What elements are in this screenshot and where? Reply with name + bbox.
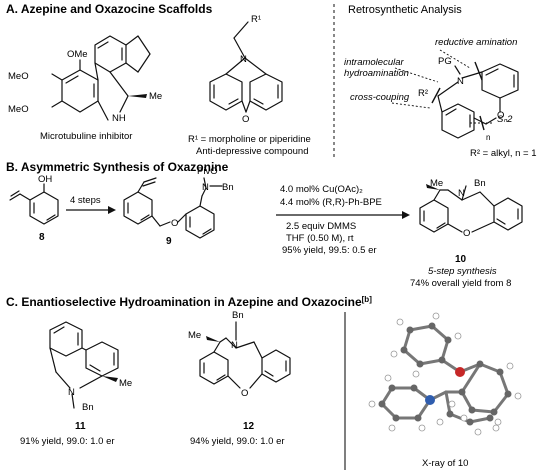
four-steps-arrow	[66, 206, 116, 214]
compound-10-o-label: O	[463, 228, 470, 239]
xray-caption: X-ray of 10	[422, 458, 468, 469]
compound-11-me-label: Me	[119, 378, 132, 389]
overall-yield-note: 74% overall yield from 8	[410, 278, 511, 289]
compound-12-me-label: Me	[188, 330, 201, 341]
retro-n-subscript: n	[486, 133, 490, 142]
compound-12-o-label: O	[241, 388, 248, 399]
compound-10-n-label: N	[458, 188, 465, 199]
section-a-title: A. Azepine and Oxazocine Scaffolds	[6, 2, 213, 16]
compound-10-structure	[419, 184, 523, 233]
mol2-n-label: N	[240, 54, 247, 65]
meo-label-bottom: MeO	[8, 104, 29, 115]
compound-10-bn-label: Bn	[474, 178, 486, 189]
retro-o-label: O	[497, 110, 504, 121]
condition-1: 4.0 mol% Cu(OAc)₂	[280, 184, 363, 195]
r2-label: R²	[418, 88, 428, 99]
compound-12-bn-label: Bn	[232, 310, 244, 321]
compound-11-structure	[49, 321, 119, 409]
sn2-label: Sₙ2	[497, 114, 513, 125]
cross-coupling-label: cross-couping	[350, 92, 410, 103]
compound-9-structure	[123, 177, 223, 239]
condition-2: 4.4 mol% (R,R)-Ph-BPE	[280, 197, 382, 208]
compound-9-n-label: N	[202, 182, 209, 193]
condition-4: THF (0.50 M), rt	[286, 233, 354, 244]
compound-11-label: 11	[75, 421, 86, 432]
compound-8-label: 8	[39, 232, 45, 243]
retro-n-label: N	[457, 76, 464, 87]
compound-9-label: 9	[166, 236, 172, 247]
compound-12-label: 12	[243, 421, 255, 432]
xray-crystal-structure	[368, 312, 522, 436]
retro-structure	[391, 49, 519, 139]
microtubuline-inhibitor-structure	[51, 35, 151, 121]
nh-label: NH	[112, 113, 126, 124]
compound-8-structure	[9, 183, 59, 225]
reductive-amination-label: reductive amination	[435, 37, 517, 48]
hydroamination-arrow	[276, 211, 410, 219]
anti-depressive-caption: Anti-depressive compound	[196, 146, 308, 157]
section-b-title: B. Asymmetric Synthesis of Oxazonine	[6, 160, 229, 174]
ome-label: OMe	[67, 49, 88, 60]
compound-9-o-label: O	[171, 218, 178, 229]
microtubuline-caption: Microtubuline inhibitor	[40, 131, 132, 142]
compound-12-structure	[199, 321, 291, 389]
compound-10-label: 10	[455, 254, 467, 265]
hydroamination-label: hydroamination	[344, 68, 409, 79]
meo-label-top: MeO	[8, 71, 29, 82]
methyl-label: Me	[149, 91, 162, 102]
mol2-o-label: O	[242, 114, 249, 125]
pivo-label: PivO	[197, 166, 218, 177]
r1-label: R¹	[251, 14, 261, 25]
oh-label: OH	[38, 174, 52, 185]
compound-11-yield: 91% yield, 99.0: 1.0 er	[20, 436, 115, 447]
five-step-note: 5-step synthesis	[428, 266, 497, 277]
pg-label: PG	[438, 56, 452, 67]
condition-5: 95% yield, 99.5: 0.5 er	[282, 245, 377, 256]
intramolecular-label: intramolecular	[344, 57, 404, 68]
r1-definition: R¹ = morpholine or piperidine	[188, 134, 311, 145]
compound-12-yield: 94% yield, 99.0: 1.0 er	[190, 436, 285, 447]
r2-definition: R² = alkyl, n = 1	[470, 148, 537, 159]
four-steps-label: 4 steps	[70, 195, 101, 206]
anti-depressive-structure	[209, 21, 283, 113]
compound-12-n-label: N	[231, 340, 238, 351]
compound-10-me-label: Me	[430, 178, 443, 189]
section-c-title: C. Enantioselective Hydroamination in Az…	[6, 295, 372, 309]
retro-title: Retrosynthetic Analysis	[348, 4, 462, 16]
condition-3: 2.5 equiv DMMS	[286, 221, 356, 232]
compound-11-n-label: N	[68, 387, 75, 398]
compound-9-bn-label: Bn	[222, 182, 234, 193]
compound-11-bn-label: Bn	[82, 402, 94, 413]
